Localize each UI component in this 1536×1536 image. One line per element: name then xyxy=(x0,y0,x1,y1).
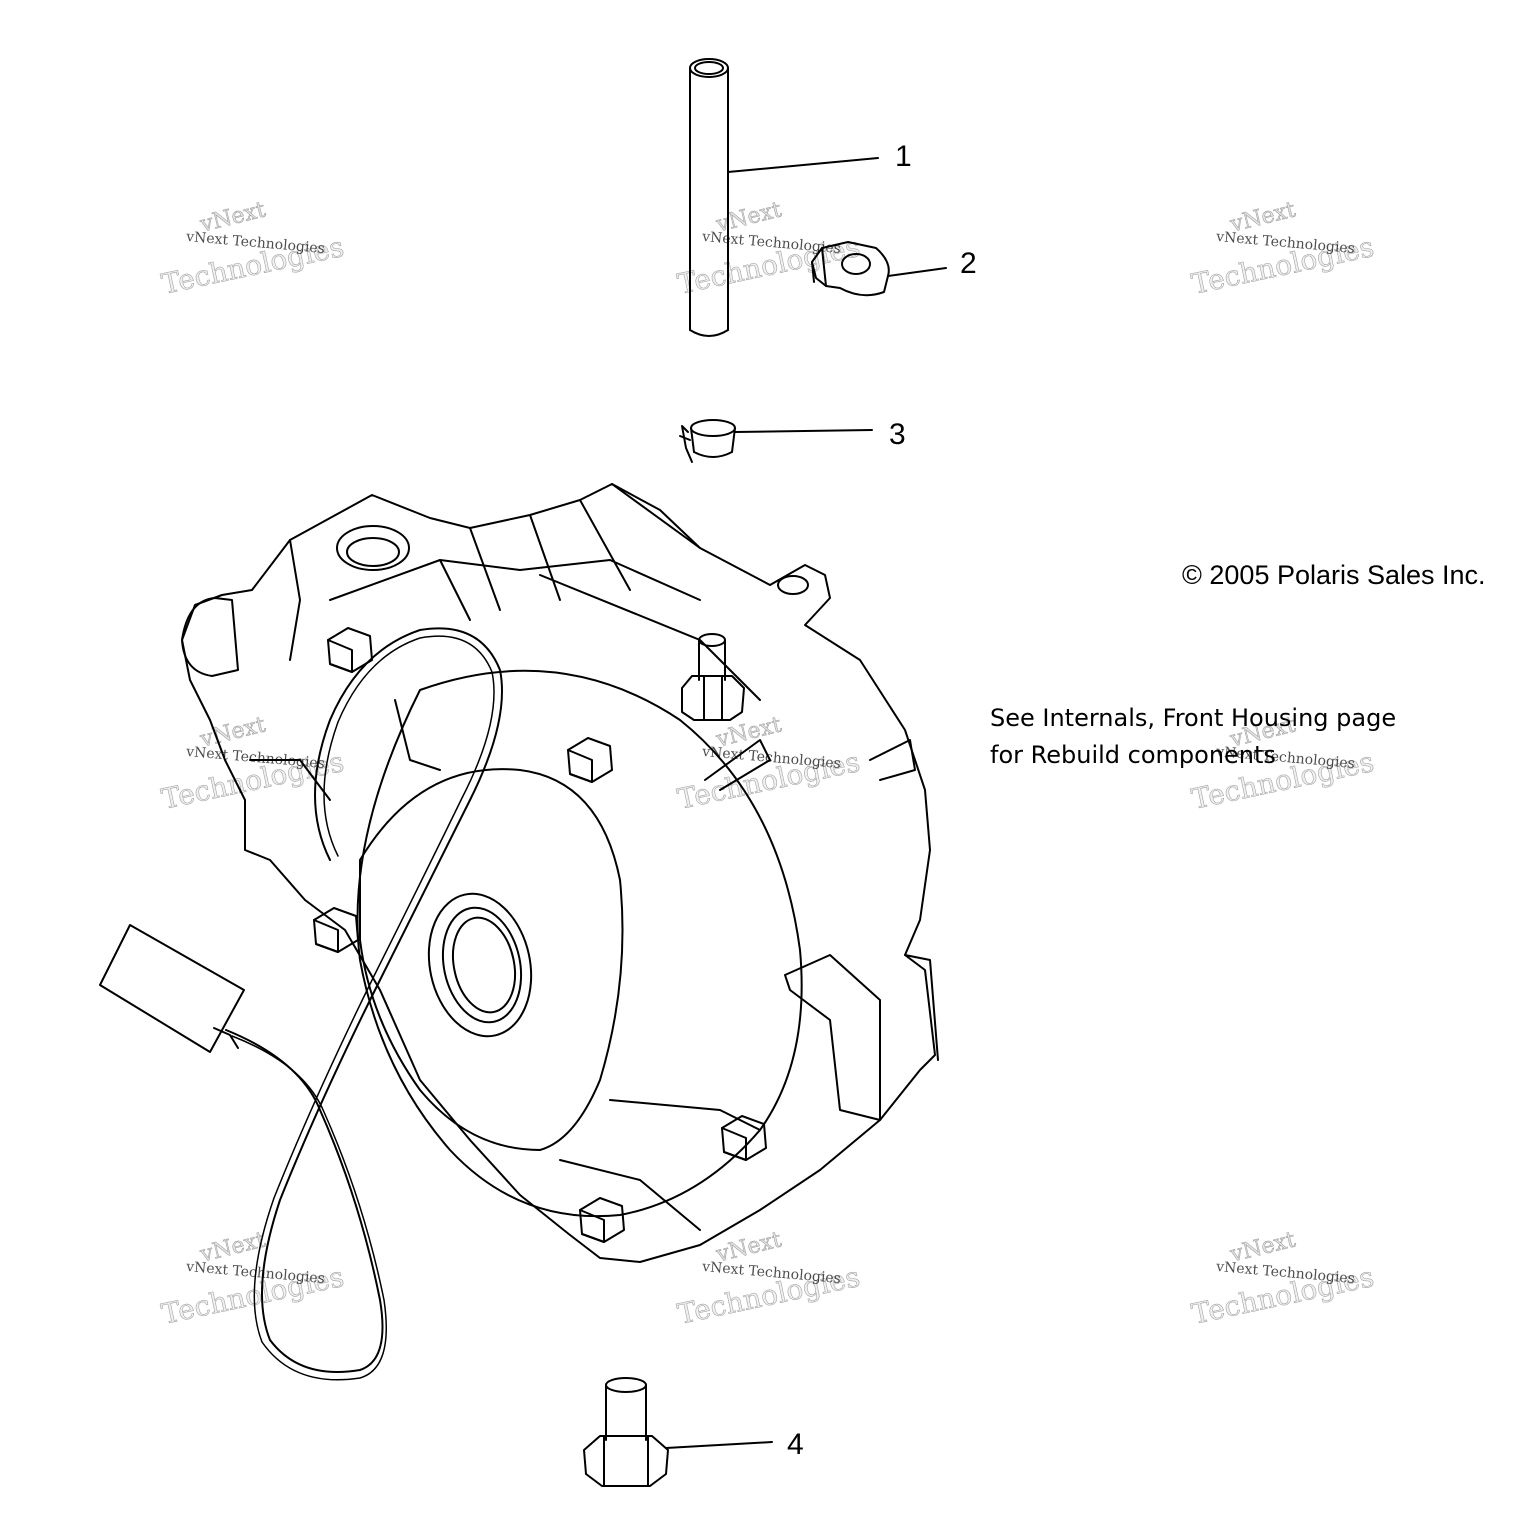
callout-3: 3 xyxy=(889,418,906,451)
part-2-clip xyxy=(811,241,890,297)
callout-2: 2 xyxy=(960,247,977,280)
sensor-wire xyxy=(225,627,503,1373)
housing-bolt xyxy=(327,627,373,673)
vent-fitting xyxy=(681,633,745,721)
sensor-connector xyxy=(99,924,245,1053)
front-gearcase-housing xyxy=(181,483,939,1263)
part-1-tube xyxy=(689,58,729,337)
housing-bolt xyxy=(313,907,359,953)
rebuild-note: See Internals, Front Housing page for Re… xyxy=(990,700,1396,774)
housing-bolt xyxy=(721,1115,767,1161)
leader-line-1 xyxy=(727,157,879,173)
callout-1: 1 xyxy=(895,140,912,173)
housing-bolt xyxy=(579,1197,625,1243)
housing-bolt xyxy=(567,737,613,783)
part-4-bolt xyxy=(583,1377,669,1487)
leader-line-2 xyxy=(887,267,947,277)
copyright-text: © 2005 Polaris Sales Inc. xyxy=(1182,560,1486,590)
rebuild-note-line-1: See Internals, Front Housing page xyxy=(990,704,1397,732)
rebuild-note-line-2: for Rebuild components xyxy=(990,741,1276,769)
part-3-clamp xyxy=(679,419,736,463)
leader-line-3 xyxy=(734,429,873,433)
leader-line-4 xyxy=(665,1441,773,1449)
callout-4: 4 xyxy=(787,1428,804,1461)
sensor-wire-inner xyxy=(231,635,495,1381)
